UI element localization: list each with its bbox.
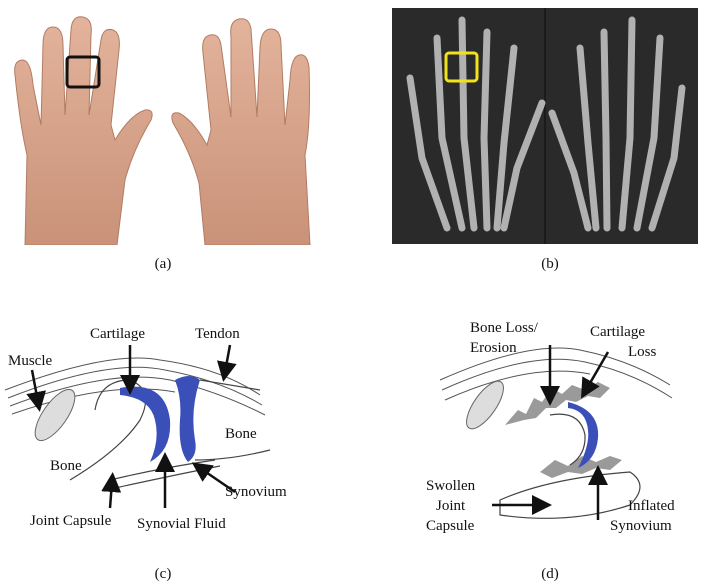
label-swollen-3: Capsule — [426, 518, 475, 534]
panel-a-hands-photo — [5, 5, 320, 245]
label-muscle: Muscle — [8, 353, 53, 369]
caption-b: (b) — [530, 256, 570, 273]
label-inflated-1: Inflated — [628, 498, 675, 514]
caption-c: (c) — [143, 566, 183, 583]
ra-joint-diagram: Bone Loss/ Erosion Cartilage Loss Swolle… — [400, 310, 706, 540]
panel-d-ra-joint: Bone Loss/ Erosion Cartilage Loss Swolle… — [400, 310, 706, 540]
caption-a: (a) — [143, 256, 183, 273]
label-joint-capsule: Joint Capsule — [30, 513, 112, 529]
thin-cartilage — [568, 402, 598, 468]
label-swollen-2: Joint — [436, 498, 466, 514]
label-synovial-fluid: Synovial Fluid — [137, 516, 226, 532]
label-bone-loss-2: Erosion — [470, 340, 517, 356]
eroded-bone-bottom — [540, 456, 622, 478]
label-bone-left: Bone — [50, 458, 82, 474]
label-tendon: Tendon — [195, 326, 240, 342]
label-cartilage-loss-1: Cartilage — [590, 324, 645, 340]
bone-outline-d — [550, 414, 585, 465]
healthy-joint-diagram: Cartilage Tendon Muscle Bone Bone Synovi… — [0, 310, 330, 540]
panel-c-healthy-joint: Cartilage Tendon Muscle Bone Bone Synovi… — [0, 310, 330, 540]
label-bone-right: Bone — [225, 426, 257, 442]
label-cartilage-loss-2: Loss — [628, 344, 657, 360]
label-synovium: Synovium — [225, 484, 287, 500]
caption-d: (d) — [530, 566, 570, 583]
panel-b-xray — [392, 8, 698, 244]
label-inflated-2: Synovium — [610, 518, 672, 534]
eroded-bone-top — [505, 382, 610, 425]
right-bone — [195, 380, 270, 460]
label-cartilage: Cartilage — [90, 326, 145, 342]
cartilage-right — [175, 376, 200, 462]
label-bone-loss-1: Bone Loss/ — [470, 320, 539, 336]
hands-photo-illustration — [5, 5, 320, 245]
xray-illustration — [392, 8, 698, 244]
label-swollen-1: Swollen — [426, 478, 476, 494]
cartilage-left — [120, 387, 170, 462]
swollen-capsule — [500, 472, 640, 518]
